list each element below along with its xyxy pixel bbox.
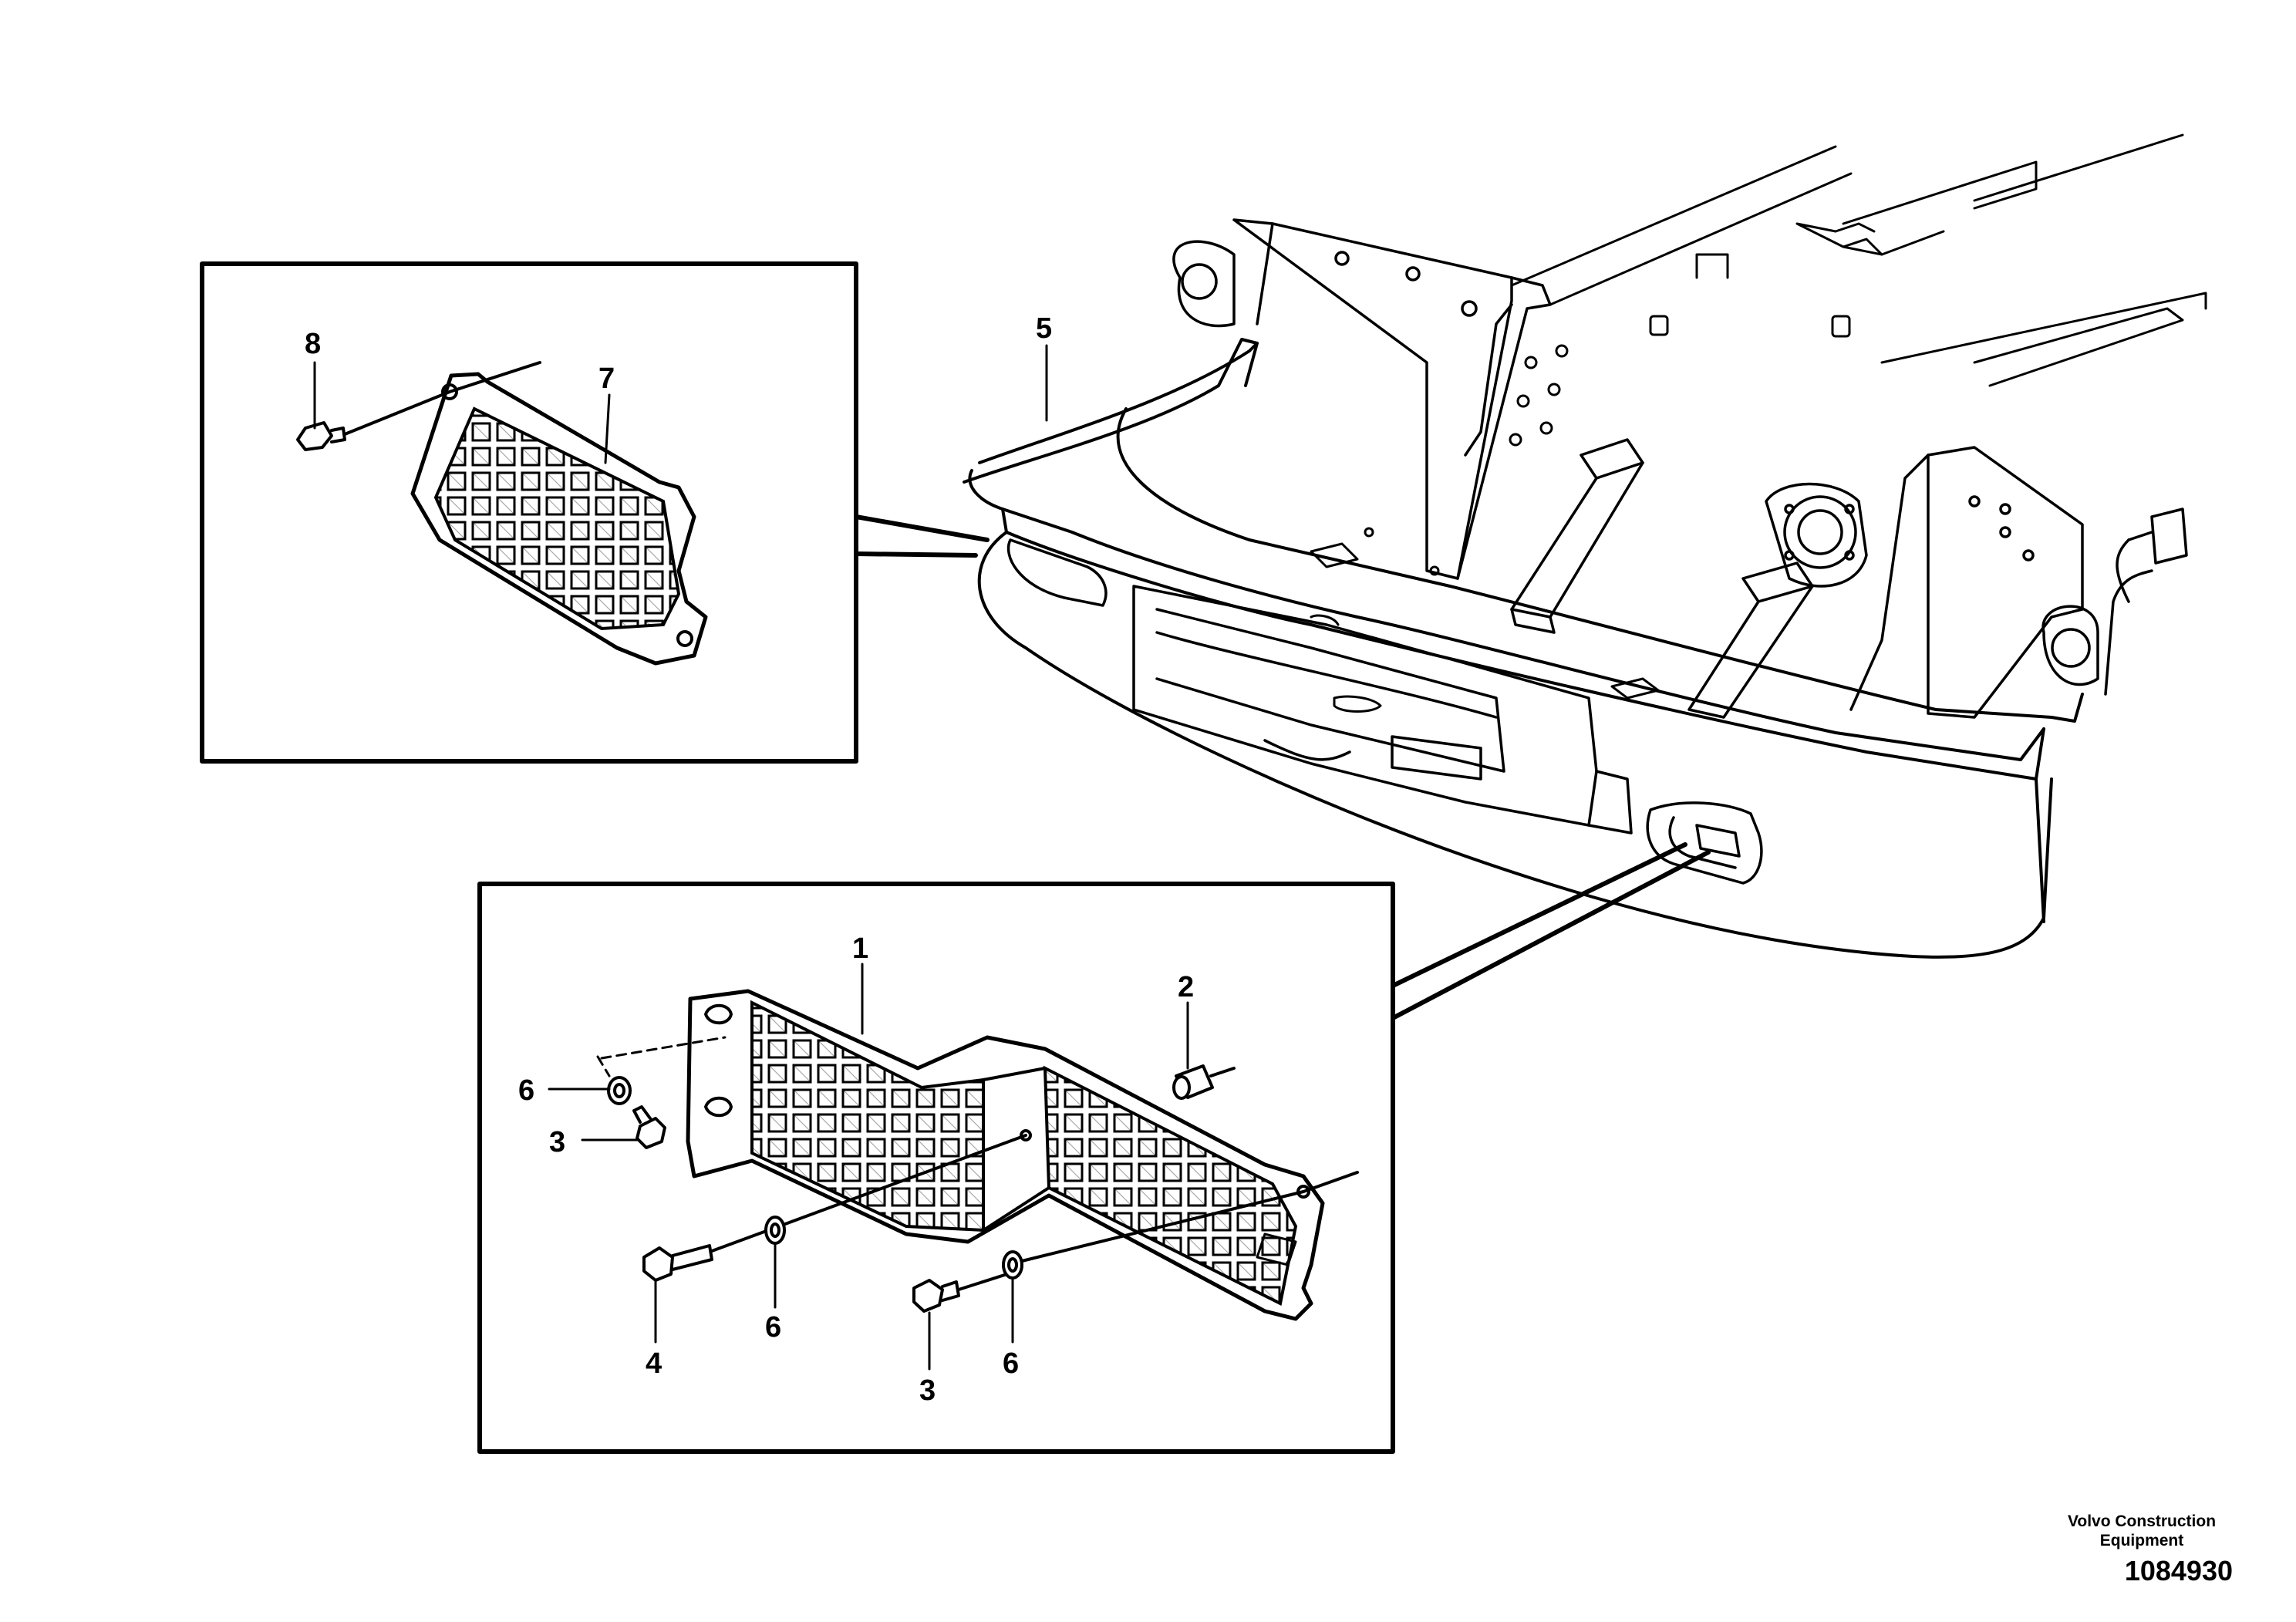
brand-line-2: Equipment [2099,1532,2184,1549]
callout-3-upper: 3 [549,1126,565,1158]
callout-6-center: 6 [765,1311,781,1344]
callout-4: 4 [646,1347,662,1380]
washer-6-right [1002,1171,1359,1280]
callout-8: 8 [305,328,321,360]
washer-6-upper [607,1076,632,1105]
bolt-4 [642,1134,1027,1282]
bolt-3-upper [632,1105,666,1149]
callout-labels: 8 7 5 1 2 6 3 6 4 6 3 [305,312,1194,1407]
brand-label: Volvo Construction Equipment [2041,1512,2242,1550]
spacer-2 [1172,1064,1236,1100]
callout-leaders [313,344,1189,1371]
washer-6-center [764,1216,786,1245]
callout-7: 7 [598,363,615,395]
brand-line-1: Volvo Construction [2067,1512,2217,1530]
callout-6-right: 6 [1003,1347,1019,1380]
inset-lower-grille [477,842,1711,1454]
callout-5: 5 [1036,312,1052,345]
bolt-8 [296,361,541,451]
inset-upper-grille [200,261,990,764]
callout-1: 1 [852,932,868,965]
counterweight-assembly [963,133,2207,959]
callout-6-upper: 6 [518,1074,534,1107]
part-number: 1084930 [2124,1555,2233,1587]
callout-3-lower: 3 [919,1374,936,1407]
grille-7 [410,372,708,666]
bolt-3-lower [912,1271,1013,1313]
callout-2: 2 [1178,971,1194,1003]
